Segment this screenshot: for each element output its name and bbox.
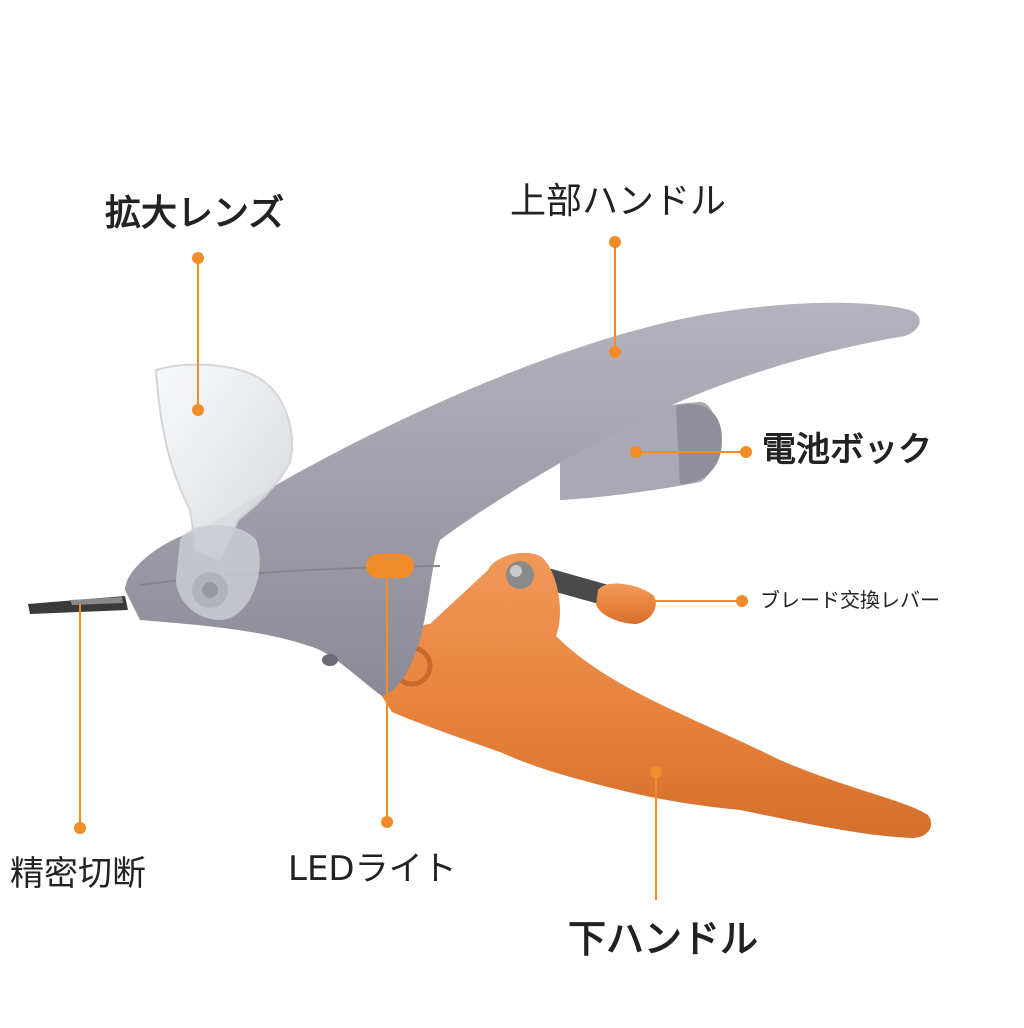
blade-lever-knob — [596, 583, 656, 624]
dot-blade-right — [736, 595, 748, 607]
dot-cut-bottom — [74, 822, 86, 834]
hinge-hole — [322, 654, 338, 666]
label-lower-handle: 下ハンドル — [568, 917, 759, 961]
dot-battery-right — [740, 446, 752, 458]
label-led-light: LEDライト — [288, 849, 457, 889]
dot-battery-left — [630, 446, 642, 458]
label-battery-box: 電池ボック — [762, 430, 932, 470]
label-precision-cut: 精密切断 — [10, 854, 146, 894]
dot-lens-top — [192, 252, 204, 264]
blade-edge — [70, 597, 123, 605]
label-upper-handle: 上部ハンドル — [510, 181, 727, 222]
lower-pivot-rivet-highlight — [510, 565, 522, 577]
battery-box-cap — [676, 404, 722, 484]
dot-lens-bottom — [192, 404, 204, 416]
magnifying-lens — [154, 363, 294, 562]
led-light — [366, 554, 414, 578]
lower-handle — [378, 552, 932, 838]
lens-pivot-center — [202, 582, 218, 598]
leader-lines — [79, 242, 746, 900]
dot-led-bottom — [381, 816, 393, 828]
dot-upper-top — [609, 236, 621, 248]
dot-lower-top — [650, 766, 662, 778]
leader-dots — [74, 236, 752, 834]
label-magnifying-lens: 拡大レンズ — [105, 193, 285, 234]
dot-upper-bottom — [609, 346, 621, 358]
label-blade-exchange-lever: ブレード交換レバー — [760, 588, 940, 612]
upper-handle — [125, 302, 920, 696]
